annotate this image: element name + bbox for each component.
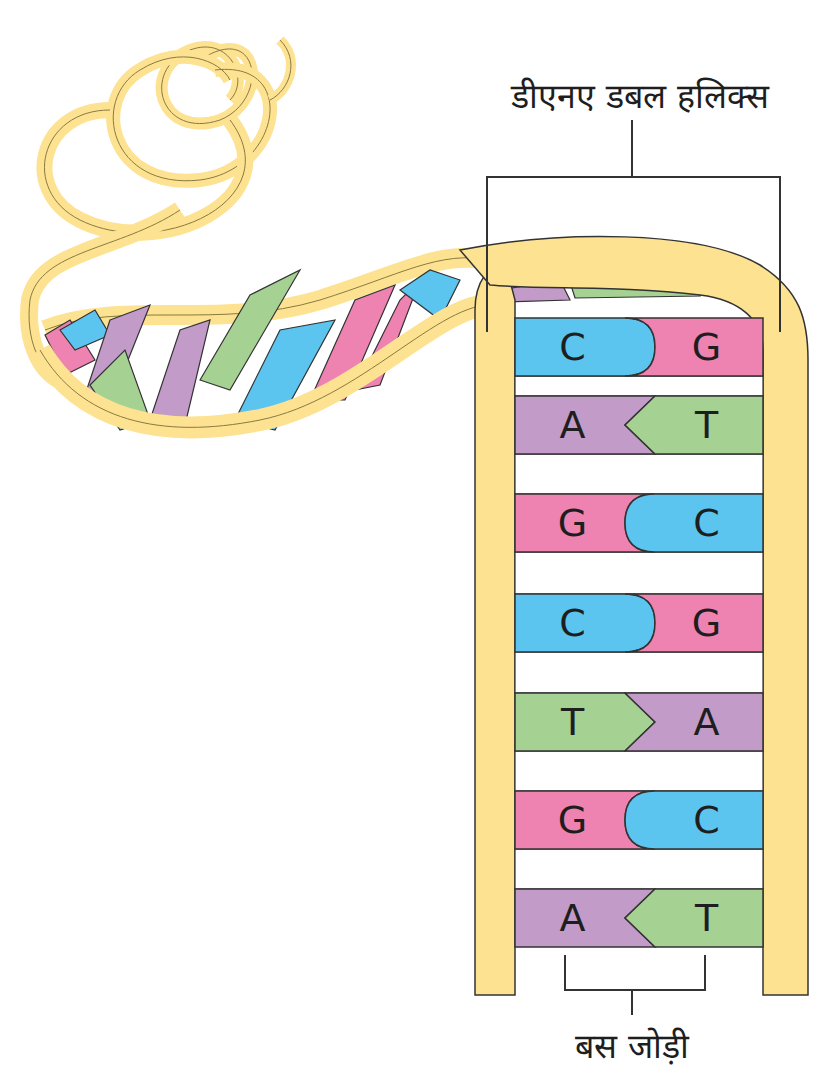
base-letter: A — [515, 889, 640, 947]
base-block: G — [515, 791, 640, 849]
base-letter: G — [515, 791, 640, 849]
base-letter: C — [515, 594, 640, 652]
helix-label: डीएनए डबल हलिक्स — [511, 72, 769, 118]
base-block: G — [640, 594, 763, 652]
base-block: C — [640, 791, 763, 849]
base-letter: C — [640, 791, 763, 849]
base-letter: T — [515, 693, 640, 751]
base-letter: A — [515, 396, 640, 454]
base-block: C — [640, 494, 763, 552]
base-block: C — [515, 594, 640, 652]
base-letter: T — [640, 396, 763, 454]
base-letter: C — [515, 318, 640, 376]
base-letter: G — [640, 594, 763, 652]
base-block: A — [640, 693, 763, 751]
base-block: T — [640, 889, 763, 947]
base-block: T — [515, 693, 640, 751]
base-letter: C — [640, 494, 763, 552]
base-letter: G — [640, 318, 763, 376]
base-block: A — [515, 396, 640, 454]
base-block: A — [515, 889, 640, 947]
base-letter: G — [515, 494, 640, 552]
pair-label: बस जोड़ी — [575, 1022, 689, 1068]
base-letter: A — [640, 693, 763, 751]
base-block: G — [640, 318, 763, 376]
base-block: G — [515, 494, 640, 552]
base-block: T — [640, 396, 763, 454]
base-letter: T — [640, 889, 763, 947]
base-block: C — [515, 318, 640, 376]
